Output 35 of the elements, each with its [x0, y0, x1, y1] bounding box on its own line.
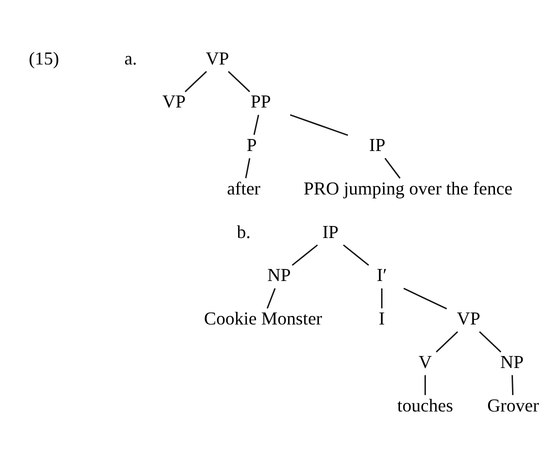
connector [403, 287, 447, 309]
connector [292, 244, 318, 266]
connector [245, 158, 250, 178]
node-text: P [246, 134, 257, 155]
node-text: Cookie Monster [204, 308, 322, 328]
label: b. [236, 221, 251, 242]
node-text: VP [162, 91, 186, 112]
connector [384, 157, 401, 178]
connector [228, 70, 250, 92]
node-text: PRO jumping over the fence [304, 178, 512, 198]
node-text: VP [206, 48, 230, 68]
node-text: I [378, 308, 385, 328]
node-text: after [226, 178, 260, 198]
node-text: touches [397, 394, 454, 415]
connector [342, 244, 370, 266]
node-text: PP [250, 91, 271, 112]
node-text: IP [369, 134, 386, 155]
connector [253, 114, 260, 134]
label: (15) [28, 48, 60, 68]
node-text: VP [456, 308, 480, 328]
connector [436, 330, 458, 352]
node-text: V [418, 351, 432, 372]
connector [381, 288, 382, 308]
connector [512, 374, 514, 395]
connector [184, 70, 207, 92]
connector [266, 288, 276, 308]
connector [424, 374, 426, 395]
node-text: NP [500, 351, 524, 372]
connector [479, 330, 502, 352]
node-text: IP [322, 221, 339, 242]
node-text: I′ [376, 264, 387, 285]
connector [290, 114, 348, 136]
label: a. [124, 48, 138, 68]
node-text: Grover [487, 394, 539, 415]
node-text: NP [267, 264, 291, 285]
